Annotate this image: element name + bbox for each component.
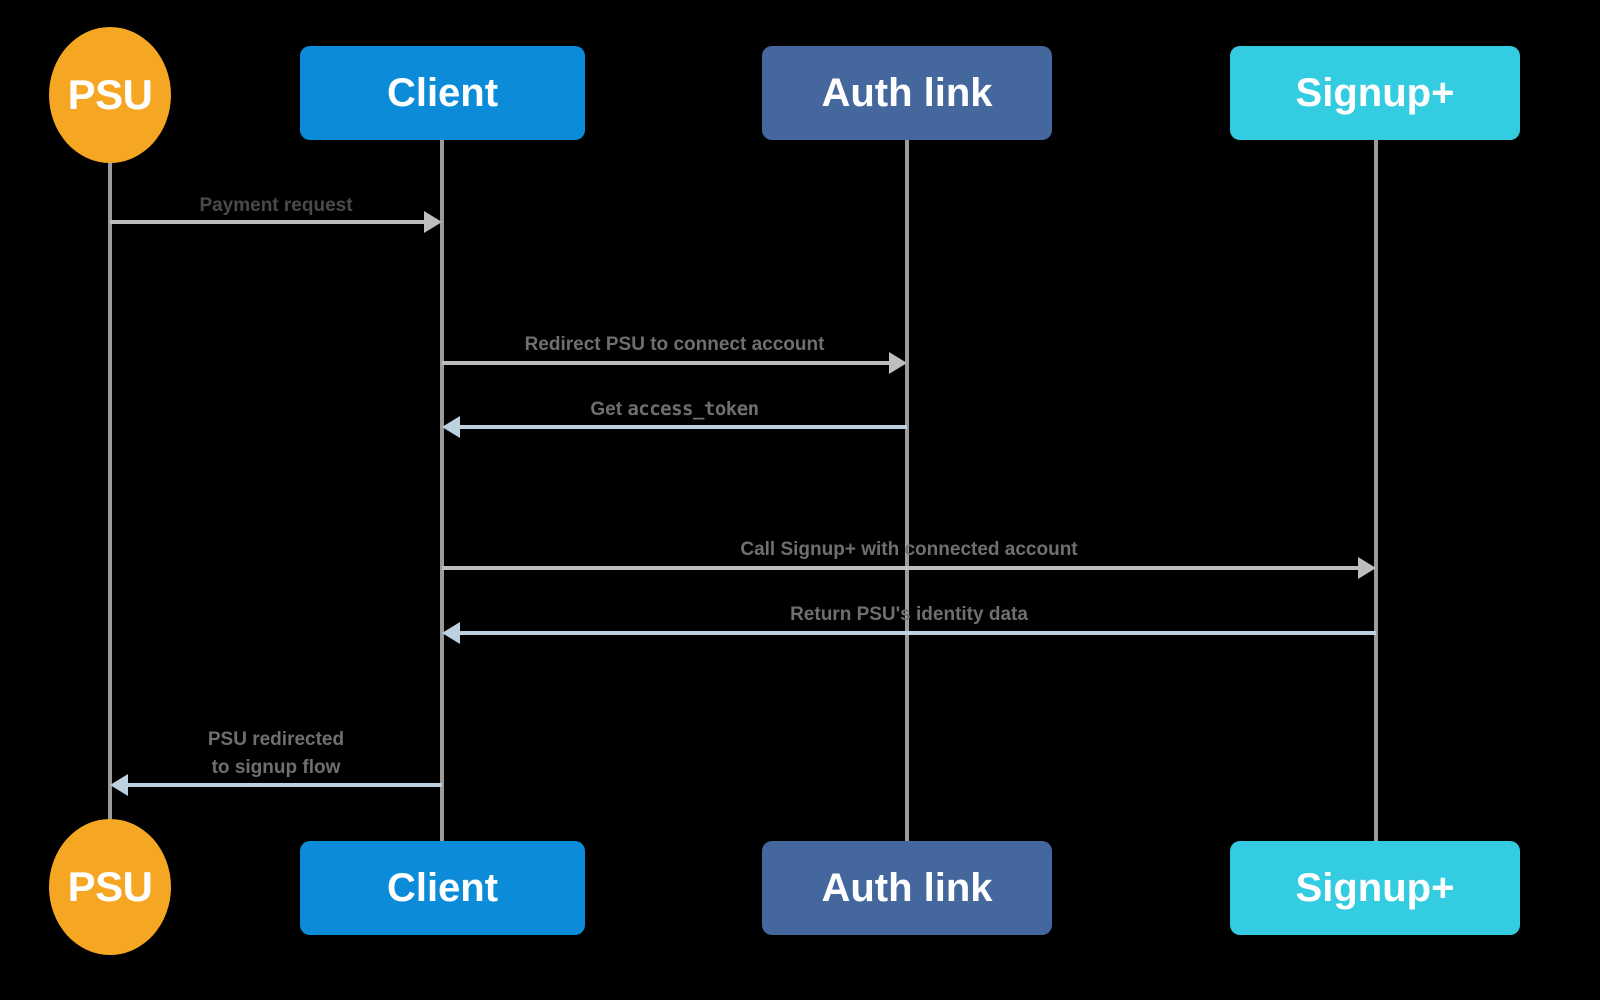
message-label-get-access-token-token: access_token — [627, 398, 759, 420]
participant-foot-auth-link-label: Auth link — [821, 865, 993, 910]
participant-head-client-label: Client — [386, 70, 499, 115]
lifeline-auth-link — [905, 140, 909, 845]
message-arrow-return-psu-identity-data — [454, 631, 1376, 635]
lifeline-psu — [108, 160, 112, 820]
message-arrow-get-access-token — [454, 425, 907, 429]
message-arrow-payment-request — [110, 220, 430, 224]
message-label-get-access-token-prefix: Get — [590, 399, 628, 420]
participant-foot-psu[interactable]: PSU — [49, 819, 171, 955]
message-arrow-redirect-psu-to-connect-account — [442, 361, 895, 365]
participant-foot-signup-plus-label: Signup+ — [1295, 865, 1455, 910]
arrow-head-redirect-psu-to-connect-account — [889, 352, 907, 374]
message-label-call-signup-plus-with-connected-account: Call Signup+ with connected account — [740, 539, 1078, 560]
message-arrow-psu-redirected-to-signup-flow — [122, 783, 442, 787]
message-label-payment-request: Payment request — [199, 195, 353, 216]
message-label-psu-redirected-line-2: to signup flow — [211, 757, 341, 778]
participant-head-signup-plus[interactable]: Signup+ — [1230, 46, 1520, 140]
arrow-head-payment-request — [424, 211, 442, 233]
message-label-redirect-psu-to-connect-account: Redirect PSU to connect account — [524, 334, 825, 355]
message-label-psu-redirected-line-1: PSU redirected — [207, 729, 345, 750]
participant-head-psu[interactable]: PSU — [49, 27, 171, 163]
arrow-head-call-signup-plus-with-connected-account — [1358, 557, 1376, 579]
participant-head-auth-link-label: Auth link — [821, 70, 993, 115]
participant-foot-psu-label: PSU — [67, 863, 153, 910]
message-label-get-access-token: Get access_token — [442, 395, 907, 424]
participant-foot-auth-link[interactable]: Auth link — [762, 841, 1052, 935]
participant-foot-signup-plus[interactable]: Signup+ — [1230, 841, 1520, 935]
lifeline-client — [440, 140, 444, 845]
arrow-head-return-psu-identity-data — [442, 622, 460, 644]
lifeline-signup-plus — [1374, 140, 1378, 845]
participant-head-client[interactable]: Client — [300, 46, 585, 140]
message-arrow-call-signup-plus-with-connected-account — [442, 566, 1364, 570]
participant-head-psu-label: PSU — [67, 71, 153, 118]
participant-head-auth-link[interactable]: Auth link — [762, 46, 1052, 140]
message-label-return-psu-identity-data: Return PSU's identity data — [790, 604, 1028, 625]
participant-foot-client[interactable]: Client — [300, 841, 585, 935]
arrow-head-get-access-token — [442, 416, 460, 438]
participant-head-signup-plus-label: Signup+ — [1295, 70, 1455, 115]
message-label-psu-redirected-to-signup-flow: PSU redirected to signup flow — [110, 726, 442, 782]
participant-foot-client-label: Client — [386, 865, 499, 910]
arrow-head-psu-redirected-to-signup-flow — [110, 774, 128, 796]
